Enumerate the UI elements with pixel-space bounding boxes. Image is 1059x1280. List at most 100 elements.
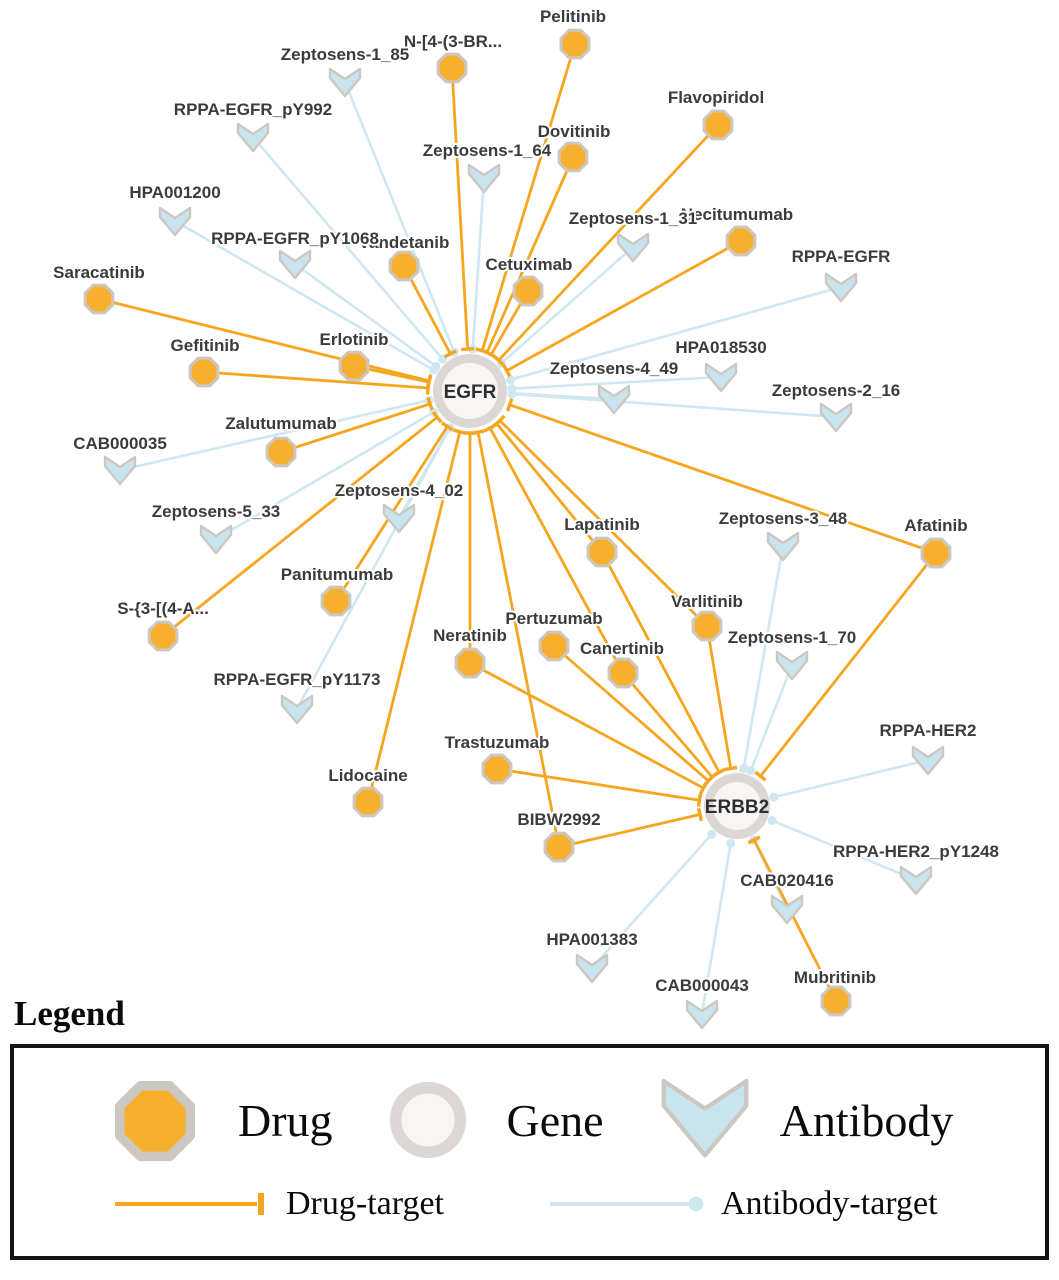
drug-label-n4_3br: N-[4-(3-BR...: [404, 32, 502, 51]
drug-node-n4_3br[interactable]: [436, 52, 468, 84]
drug-target-tee: [461, 347, 475, 352]
drug-node-mubritinib[interactable]: [820, 985, 852, 1017]
drug-label-cetuximab: Cetuximab: [486, 255, 573, 274]
antibody-node-rppa_egfr_py992[interactable]: [236, 122, 270, 153]
drug-label-necitumumab: Necitumumab: [681, 205, 793, 224]
drug-node-gefitinib[interactable]: [188, 356, 220, 388]
antibody-node-hpa018530[interactable]: [704, 362, 738, 393]
drug-label-pelitinib: Pelitinib: [540, 7, 606, 26]
drug-label-afatinib: Afatinib: [904, 516, 967, 535]
antibody-node-z1_64[interactable]: [467, 163, 501, 194]
drug-node-neratinib[interactable]: [454, 647, 486, 679]
drug-node-zalutumumab[interactable]: [265, 436, 297, 468]
legend-box: Drug Gene Antibody Drug-target Antibody-…: [10, 1044, 1049, 1260]
antibody-node-hpa001200[interactable]: [158, 206, 192, 237]
antibody-node-z1_70[interactable]: [775, 650, 809, 681]
antibody-node-z3_48[interactable]: [766, 531, 800, 562]
antibody-node-z4_49[interactable]: [597, 384, 631, 415]
drug-label-s3_4a: S-{3-[(4-A...: [117, 599, 209, 618]
antibody-label-z1_31: Zeptosens-1_31: [569, 209, 698, 228]
antibody-node-cab000035[interactable]: [103, 455, 137, 486]
gene-label-erbb2: ERBB2: [705, 797, 769, 818]
edge-mubritinib-erbb2: [752, 839, 838, 1002]
drug-node-vandetanib[interactable]: [388, 250, 420, 282]
drug-label-erlotinib: Erlotinib: [320, 330, 389, 349]
edge-lapatinib-egfr: [495, 422, 604, 553]
antibody-node-cab020416[interactable]: [770, 894, 804, 925]
edge-afatinib-erbb2: [759, 552, 938, 777]
drug-target-tee: [724, 765, 738, 772]
drug-node-dovitinib[interactable]: [557, 141, 589, 173]
drug-node-varlitinib[interactable]: [691, 610, 723, 642]
drug-target-tee: [754, 770, 767, 782]
drug-label-trastuzumab: Trastuzumab: [445, 733, 550, 752]
antibody-label-z5_33: Zeptosens-5_33: [152, 502, 281, 521]
antibody-target-dot: [505, 375, 515, 385]
antibody-node-rppa_egfr_py1068[interactable]: [278, 249, 312, 280]
drug-node-afatinib[interactable]: [920, 537, 952, 569]
antibody-node-z4_02[interactable]: [382, 503, 416, 534]
edge-hpa018530-egfr: [511, 375, 722, 390]
drug-node-pelitinib[interactable]: [559, 28, 591, 60]
edge-rppa_egfr-egfr: [510, 285, 842, 381]
drug-label-varlitinib: Varlitinib: [671, 592, 743, 611]
drug-target-tee: [471, 429, 485, 436]
drug-target-tee: [425, 375, 432, 389]
antibody-label-rppa_egfr_py1173: RPPA-EGFR_pY1173: [214, 670, 381, 689]
drug-node-canertinib[interactable]: [607, 657, 639, 689]
drug-node-saracatinib[interactable]: [83, 283, 115, 315]
antibody-node-z2_16[interactable]: [819, 402, 853, 433]
antibody-label-rppa_her2_py1248: RPPA-HER2_pY1248: [833, 842, 999, 861]
antibody-label-rppa_egfr_py1068: RPPA-EGFR_pY1068: [211, 229, 379, 248]
antibody-label-cab000035: CAB000035: [73, 434, 167, 453]
drug-label-vandetanib: Vandetanib: [359, 233, 450, 252]
gene-node-inner: [713, 782, 761, 830]
antibody-node-rppa_egfr_py1173[interactable]: [280, 694, 314, 725]
drug-node-cetuximab[interactable]: [512, 275, 544, 307]
edge-dovitinib-egfr: [485, 156, 575, 354]
antibody-node-rppa_egfr[interactable]: [824, 272, 858, 303]
antibody-label-z1_85: Zeptosens-1_85: [281, 45, 410, 64]
edge-saracatinib-egfr: [98, 297, 430, 383]
drug-node-bibw2992[interactable]: [543, 831, 575, 863]
drug-icon: [114, 1080, 196, 1162]
antibody-label-rppa_egfr: RPPA-EGFR: [792, 247, 891, 266]
drug-label-flavopiridol: Flavopiridol: [668, 88, 764, 107]
drug-node-trastuzumab[interactable]: [481, 753, 513, 785]
antibody-target-dot: [707, 829, 717, 839]
drug-target-legend-label: Drug-target: [286, 1185, 444, 1222]
drug-node-lidocaine[interactable]: [352, 786, 384, 818]
legend-title: Legend: [14, 994, 125, 1033]
antibody-target-dot: [431, 361, 441, 371]
drug-target-tee: [453, 428, 467, 435]
network-graph[interactable]: PelitinibN-[4-(3-BR...DovitinibFlavopiri…: [0, 0, 1059, 1040]
edge-z1_70-erbb2: [749, 664, 794, 772]
antibody-node-rppa_her2_py1248[interactable]: [899, 865, 933, 896]
antibody-target-dot: [769, 792, 779, 802]
edge-z2_16-egfr: [511, 392, 837, 419]
antibody-node-rppa_her2[interactable]: [911, 745, 945, 776]
drug-node-panitumumab[interactable]: [320, 585, 352, 617]
edge-necitumumab-egfr: [506, 239, 742, 372]
antibody-label-z1_70: Zeptosens-1_70: [728, 628, 857, 647]
drug-node-s3_4a[interactable]: [147, 620, 179, 652]
edge-lapatinib-erbb2: [600, 551, 721, 774]
drug-node-flavopiridol[interactable]: [702, 109, 734, 141]
antibody-node-z1_31[interactable]: [616, 232, 650, 263]
antibody-target-dot: [507, 389, 517, 399]
antibody-node-z1_85[interactable]: [328, 67, 362, 98]
antibody-label-z2_16: Zeptosens-2_16: [772, 381, 901, 400]
drug-node-lapatinib[interactable]: [586, 536, 618, 568]
edge-cab000043-erbb2: [700, 843, 732, 1015]
antibody-label-z1_64: Zeptosens-1_64: [423, 141, 552, 160]
drug-node-erlotinib[interactable]: [338, 350, 370, 382]
edge-cab000035-egfr: [119, 398, 430, 472]
antibody-node-cab000043[interactable]: [685, 999, 719, 1030]
gene-icon: [389, 1081, 466, 1159]
drug-node-pertuzumab[interactable]: [538, 630, 570, 662]
edge-z1_64-egfr: [471, 177, 486, 350]
antibody-node-z5_33[interactable]: [199, 524, 233, 555]
antibody-node-hpa001383[interactable]: [575, 953, 609, 984]
drug-node-necitumumab[interactable]: [725, 225, 757, 257]
